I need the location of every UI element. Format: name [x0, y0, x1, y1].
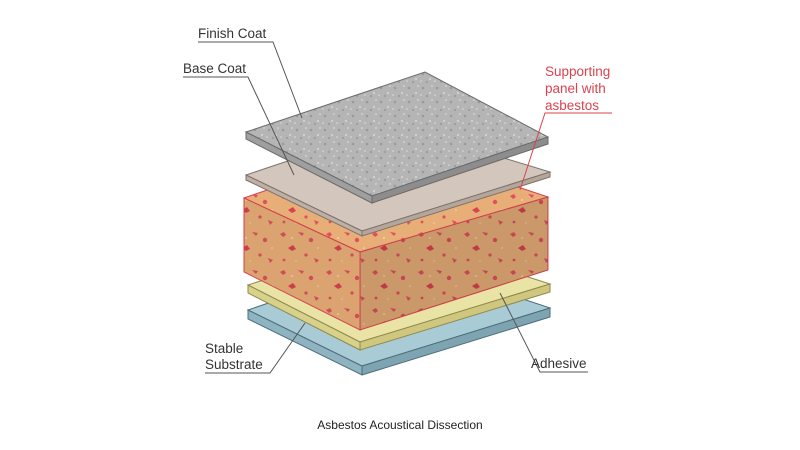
finish-coat-leader — [198, 41, 303, 119]
supporting-panel-leader — [519, 112, 612, 191]
stable-substrate-label-line-1: Stable — [205, 341, 243, 356]
supporting-panel-label-line-3: asbestos — [545, 98, 599, 113]
supporting-panel-label-line-1: Supporting — [545, 64, 610, 79]
stable-substrate-leader — [205, 322, 306, 374]
stable-substrate-label-line-2: Substrate — [205, 357, 263, 372]
adhesive-label: Adhesive — [531, 356, 587, 371]
diagram-caption: Asbestos Acoustical Dissection — [317, 418, 483, 432]
leader-lines — [183, 41, 612, 374]
finish-coat-label: Finish Coat — [198, 26, 267, 41]
adhesive-leader — [499, 292, 588, 373]
base-coat-label: Base Coat — [183, 61, 246, 76]
base-coat-leader — [183, 76, 295, 176]
finish-coat-layer — [244, 71, 550, 204]
supporting-panel-label-line-2: panel with — [545, 81, 606, 96]
